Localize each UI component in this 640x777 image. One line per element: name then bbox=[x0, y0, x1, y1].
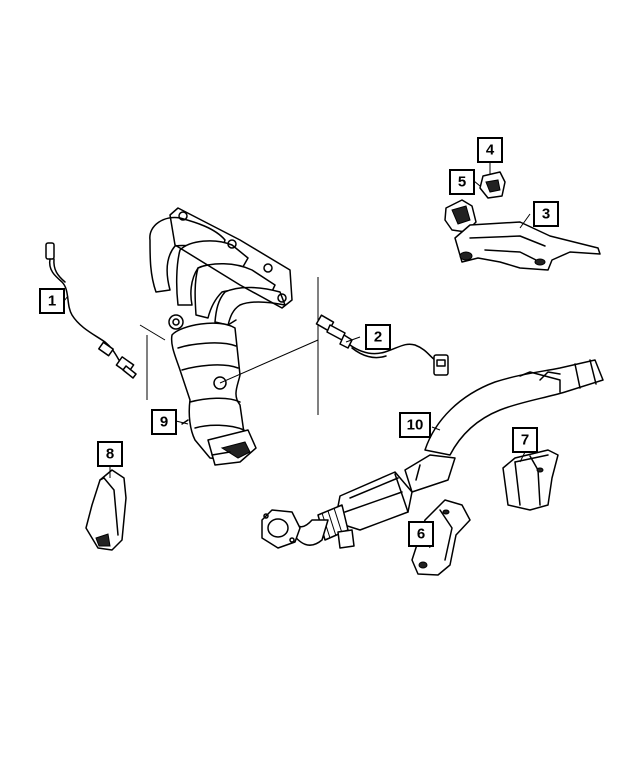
callout-6: 6 bbox=[408, 521, 434, 547]
callout-7: 7 bbox=[512, 427, 538, 453]
support-bracket-8 bbox=[85, 469, 127, 551]
oxygen-sensor-upstream bbox=[45, 242, 137, 379]
callout-4: 4 bbox=[477, 137, 503, 163]
callout-label-4: 4 bbox=[486, 142, 495, 159]
callout-label-9: 9 bbox=[160, 414, 168, 431]
callout-9: 9 bbox=[151, 409, 177, 435]
callout-label-10: 10 bbox=[407, 417, 424, 434]
exhaust-pipe bbox=[261, 359, 604, 549]
callout-label-6: 6 bbox=[417, 526, 425, 543]
callout-label-1: 1 bbox=[48, 293, 56, 310]
oxygen-sensor-downstream bbox=[315, 314, 449, 376]
callout-label-2: 2 bbox=[374, 329, 382, 346]
callout-2: 2 bbox=[365, 324, 391, 350]
isolator-lower bbox=[444, 199, 477, 233]
exhaust-hanger-bracket bbox=[454, 221, 601, 271]
callout-label-3: 3 bbox=[542, 206, 550, 223]
callout-8: 8 bbox=[97, 441, 123, 467]
isolator-upper bbox=[479, 171, 506, 199]
callout-10: 10 bbox=[399, 412, 431, 438]
callout-3: 3 bbox=[533, 201, 559, 227]
callout-5: 5 bbox=[449, 169, 475, 195]
callout-label-5: 5 bbox=[458, 174, 466, 191]
support-bracket-7 bbox=[502, 449, 559, 511]
callout-label-8: 8 bbox=[106, 446, 114, 463]
callout-1: 1 bbox=[39, 288, 65, 314]
support-bracket-6 bbox=[411, 499, 471, 576]
exhaust-manifold-converter bbox=[139, 207, 319, 466]
callout-label-7: 7 bbox=[521, 432, 529, 449]
